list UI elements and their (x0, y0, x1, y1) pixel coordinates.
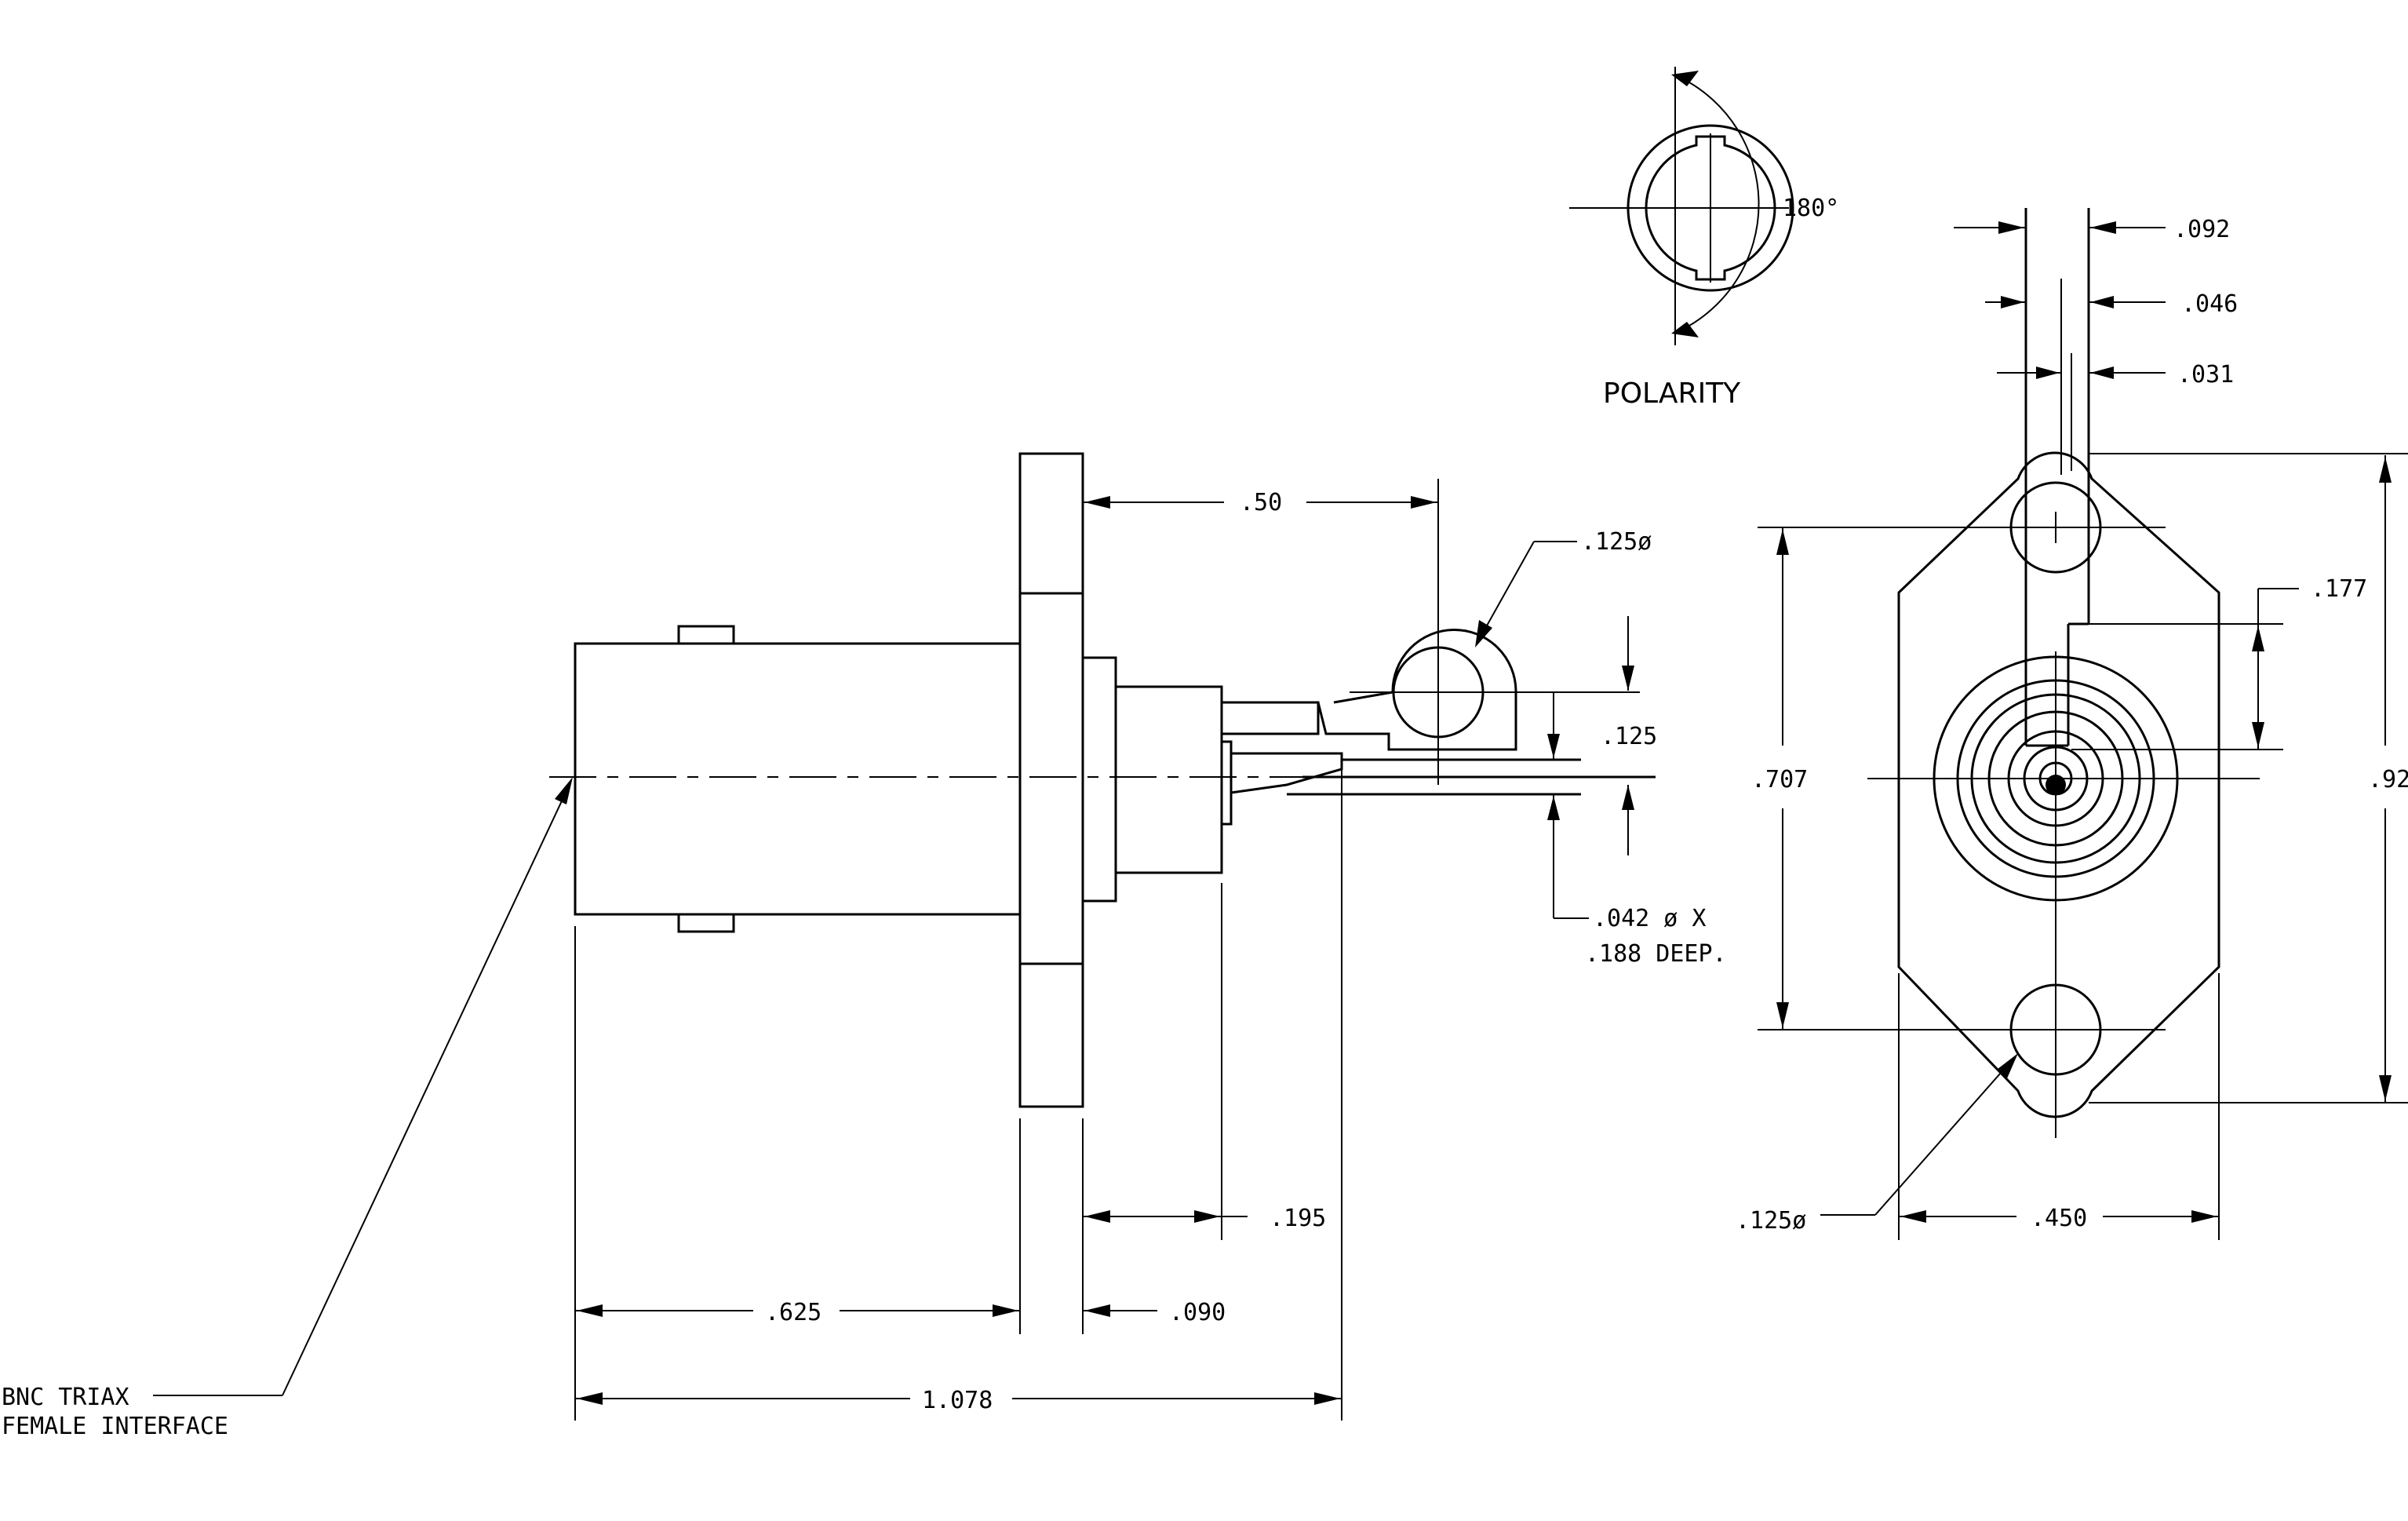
dim-cup-offset: .125 (1601, 723, 1657, 750)
dim-flange-height: .92 (2368, 766, 2408, 793)
dim-cup-rise: .177 (2311, 575, 2367, 603)
dim-cup-width: .092 (2173, 216, 2230, 243)
dim-mount-hole-dia: .125ø (1736, 1207, 1806, 1235)
dim-rear-body: .195 (1270, 1205, 1326, 1232)
dim-flange-thickness: .090 (1169, 1299, 1226, 1326)
dim-pin-hole-line1: .042 ø X (1593, 905, 1707, 932)
front-view: .092 .046 .031 .177 .707 .92 (1736, 208, 2408, 1240)
dim-interface-length: .625 (765, 1299, 821, 1326)
dim-pin-width-b: .031 (2177, 361, 2234, 388)
side-view: .50 .125ø .125 .042 ø X .188 DEEP. .195 … (2, 452, 1727, 1440)
dim-pin-width-a: .046 (2181, 290, 2238, 318)
polarity-title: POLARITY (1603, 378, 1741, 410)
dim-pin-hole-line2: .188 DEEP. (1585, 940, 1727, 968)
dim-flange-width: .450 (2031, 1205, 2087, 1232)
polarity-angle-label: 180° (1783, 195, 1839, 222)
dim-cup-hole-dia: .125ø (1581, 528, 1652, 556)
callout-line1: BNC TRIAX (2, 1384, 129, 1411)
polarity-view: 180° POLARITY (1569, 67, 1839, 410)
callout-line2: FEMALE INTERFACE (2, 1413, 228, 1440)
dim-hole-spacing: .707 (1751, 766, 1808, 793)
dim-flange-to-cup: .50 (1240, 489, 1282, 516)
dim-overall-length: 1.078 (922, 1387, 993, 1414)
